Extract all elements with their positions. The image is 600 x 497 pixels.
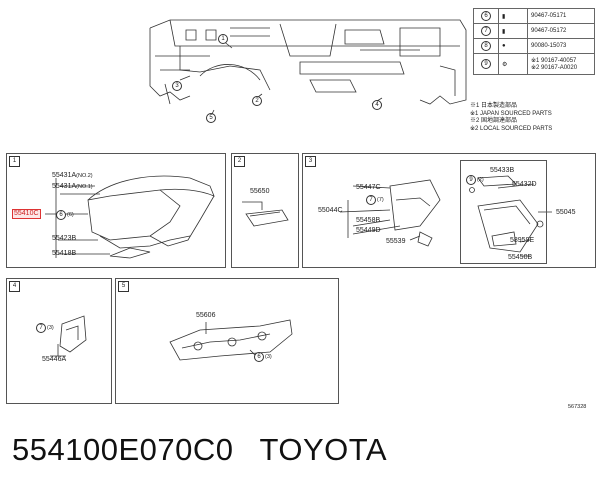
part-label-55431A-no1: 55431A(NO.1) [52, 183, 93, 190]
part-label-55432D: 55432D [512, 181, 537, 188]
legend-row: 9 ⚙ ※1 90167-40057 ※2 90167-A0020 [473, 53, 595, 75]
ref-circle-9: 9 [466, 175, 476, 185]
overview-callout-1: 1 [218, 34, 228, 44]
part-label-55423B: 55423B [52, 235, 77, 242]
ref-circle-6: 6 [254, 352, 264, 362]
part-label-55418B: 55418B [52, 250, 77, 257]
legend-row: 7 ▮ 90467-05172 [473, 23, 595, 39]
clip-icon: ▮ [498, 23, 528, 39]
legend-part-line: ※1 90167-40057 [531, 58, 577, 64]
overview-callout-4: 4 [372, 100, 382, 110]
footer-caption: 554100E070C0 TOYOTA [12, 432, 413, 468]
panel-2 [231, 153, 299, 268]
screw-icon: ⚙ [498, 53, 528, 75]
part-label-55458B: 55458B [356, 217, 381, 224]
part-label-55044C: 55044C [318, 207, 343, 214]
part-label-55606: 55606 [196, 312, 216, 319]
legend-part-line: ※2 90167-A0020 [531, 65, 578, 71]
panel-2-number: 2 [234, 156, 245, 167]
panel-1-number: 1 [9, 156, 20, 167]
clip-icon: ▮ [498, 8, 528, 24]
note-line: ※2 LOCAL SOURCED PARTS [470, 125, 553, 132]
note-line: ※1 JAPAN SOURCED PARTS [470, 110, 552, 117]
part-label-55433B: 55433B [490, 167, 515, 174]
part-label-55449D: 55449D [356, 227, 381, 234]
brand-name: TOYOTA [259, 432, 388, 467]
panel-3-number: 3 [305, 156, 316, 167]
legend-ref-9: 9 [481, 59, 491, 69]
legend-part: 90467-05171 [527, 8, 595, 24]
legend-part: 90467-05172 [527, 23, 595, 39]
panel-4-number: 4 [9, 281, 20, 292]
part-label-55650: 55650 [250, 188, 270, 195]
part-label-55447C: 55447C [356, 184, 381, 191]
part-label-55450B: 55450B [508, 254, 533, 261]
ref-circle-7: 7 [366, 195, 376, 205]
ref-qty: (7) [377, 197, 384, 203]
panel-1 [6, 153, 226, 268]
panel-5 [115, 278, 339, 404]
overview-callout-3: 3 [172, 81, 182, 91]
drawing-number: 567328 [568, 404, 587, 410]
ref-qty: (6) [67, 212, 74, 218]
note-line: ※1 日本製造部品 [470, 103, 518, 109]
part-label-55410C-highlighted: 55410C [12, 209, 41, 219]
fastener-legend-table: 6 ▮ 90467-05171 7 ▮ 90467-05172 8 ● 9008… [473, 8, 595, 75]
legend-ref-6: 6 [481, 11, 491, 21]
legend-part-multi: ※1 90167-40057 ※2 90167-A0020 [527, 53, 595, 75]
overview-callout-2: 2 [252, 96, 262, 106]
ref-circle-6: 6 [56, 210, 66, 220]
part-label-55446A: 55446A [42, 356, 67, 363]
part-label-55431A-no2: 55431A(NO.2) [52, 172, 93, 179]
part-number: 554100E070C0 [12, 432, 234, 467]
part-label-58959E: 58959E [510, 237, 535, 244]
note-line: ※2 国地調達部品 [470, 118, 518, 124]
legend-ref-7: 7 [481, 26, 491, 36]
part-label-55539: 55539 [386, 238, 406, 245]
panel-3-subassembly [460, 160, 547, 264]
ref-qty: (2) [477, 177, 484, 183]
ref-circle-7: 7 [36, 323, 46, 333]
panel-3 [302, 153, 596, 268]
legend-part: 90080-15073 [527, 38, 595, 54]
clip-icon: ● [498, 38, 528, 54]
legend-ref-8: 8 [481, 41, 491, 51]
panel-4 [6, 278, 112, 404]
panel-5-number: 5 [118, 281, 129, 292]
ref-qty: (3) [47, 325, 54, 331]
sourcing-notes: ※1 日本製造部品 ※1 JAPAN SOURCED PARTS ※2 国地調達… [470, 103, 552, 133]
part-label-55045: 55045 [556, 209, 576, 216]
overview-callout-5: 5 [206, 113, 216, 123]
legend-row: 8 ● 90080-15073 [473, 38, 595, 54]
ref-qty: (3) [265, 354, 272, 360]
legend-row: 6 ▮ 90467-05171 [473, 8, 595, 24]
